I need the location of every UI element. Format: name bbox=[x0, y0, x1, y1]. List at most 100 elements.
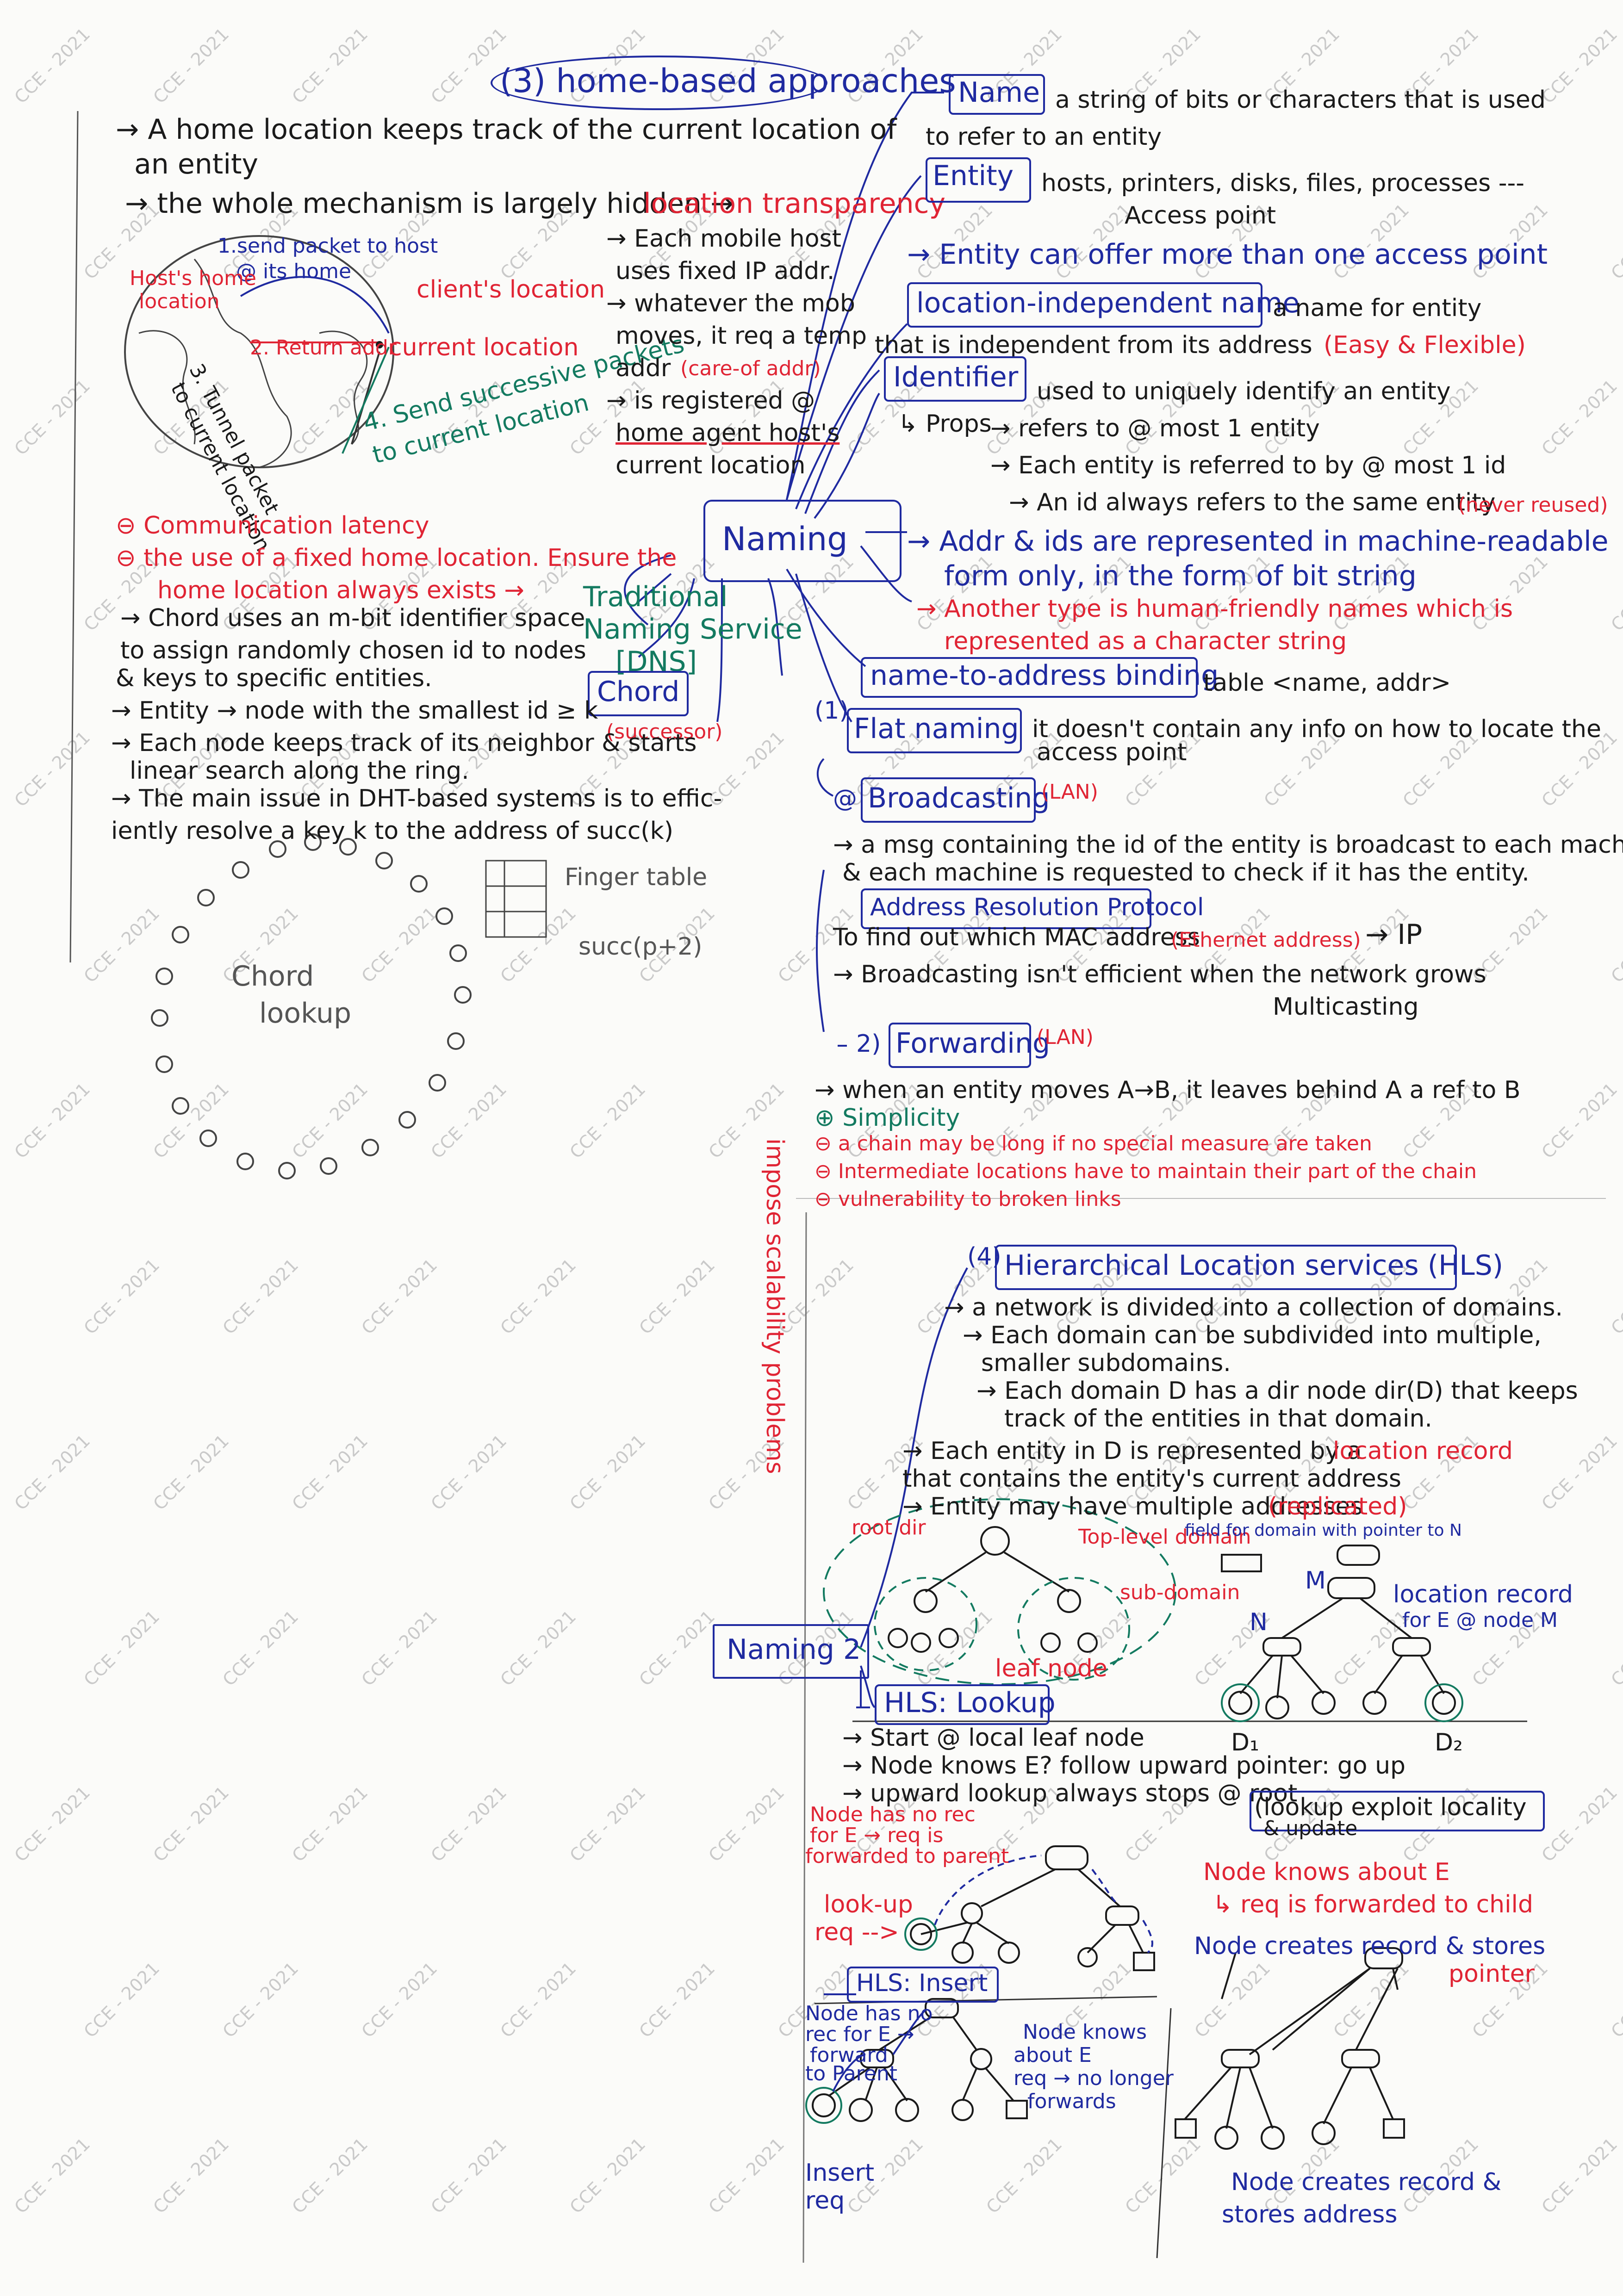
top-level-domain-label: Top-level domain bbox=[1078, 1525, 1251, 1549]
binding-box bbox=[861, 657, 1198, 698]
machine-line2: form only, in the form of bit string bbox=[944, 560, 1417, 592]
prop2: → Each entity is referred to by @ most 1… bbox=[990, 452, 1506, 479]
con-latency: ⊖ Communication latency bbox=[116, 512, 429, 540]
home-line2: → the whole mechanism is largely hidden … bbox=[125, 187, 734, 220]
scalability-side-note: impose scalability problems bbox=[761, 1138, 789, 1474]
never-reused: (never reused) bbox=[1458, 493, 1608, 517]
finger-table-label: Finger table bbox=[565, 863, 708, 891]
flat-desc2: access point bbox=[1037, 738, 1187, 766]
step1b-label: @ its home bbox=[236, 260, 352, 283]
chord-line8: iently resolve a key k to the address of… bbox=[111, 817, 673, 845]
chord-box bbox=[588, 671, 689, 716]
name-desc1: a string of bits or characters that is u… bbox=[1055, 86, 1546, 114]
arp-line: To find out which MAC address bbox=[833, 924, 1200, 951]
succ-label: succ(p+2) bbox=[578, 933, 703, 961]
no-rec-line2: for E → req is bbox=[810, 1824, 944, 1847]
knows-line2: ↳ req is forwarded to child bbox=[1213, 1891, 1534, 1918]
broadcasting-label: Broadcasting bbox=[868, 782, 1050, 814]
home-line1: → A home location keeps track of the cur… bbox=[116, 113, 897, 146]
arp-box bbox=[861, 888, 1151, 929]
identifier-box bbox=[884, 356, 1026, 402]
hosts-home-label: Host's home bbox=[130, 267, 256, 290]
lin-desc1: a name for entity bbox=[1273, 294, 1482, 322]
chord-line2: to assign randomly chosen id to nodes bbox=[120, 637, 586, 664]
name-desc2: to refer to an entity bbox=[926, 123, 1162, 151]
arp-ip: → IP bbox=[1365, 918, 1423, 951]
hls-line1: → a network is divided into a collection… bbox=[944, 1294, 1563, 1322]
sub-domain-label: sub-domain bbox=[1120, 1581, 1240, 1604]
no-rec-line3: forwarded to parent bbox=[805, 1844, 1009, 1868]
hls-insert-box bbox=[847, 1967, 999, 2003]
human-line1: → Another type is human-friendly names w… bbox=[916, 595, 1513, 623]
lookup-line2: → Node knows E? follow upward pointer: g… bbox=[842, 1752, 1406, 1780]
field-pointer-label: field for domain with pointer to N bbox=[1185, 1521, 1462, 1540]
hls-record-tree bbox=[1221, 1545, 1463, 1722]
flat-desc1: it doesn't contain any info on how to lo… bbox=[1032, 715, 1601, 743]
flat-naming-box bbox=[847, 708, 1022, 753]
ins-knows4: forwards bbox=[1027, 2090, 1116, 2113]
lookup-line3: → upward lookup always stops @ root bbox=[842, 1780, 1298, 1807]
con-fixed-home: ⊖ the use of a fixed home location. Ensu… bbox=[116, 544, 677, 572]
exploit-box bbox=[1250, 1791, 1545, 1831]
lookup-line1: → Start @ local leaf node bbox=[842, 1724, 1144, 1752]
forwarding-line1: → when an entity moves A→B, it leaves be… bbox=[815, 1076, 1521, 1104]
mobile-line3: → whatever the mob bbox=[606, 290, 855, 317]
arp-ethernet: (Ethernet address) bbox=[1171, 928, 1361, 952]
forwarding-lan: (LAN) bbox=[1037, 1025, 1094, 1049]
ins-line3: forward bbox=[810, 2043, 888, 2067]
entity-desc2: Access point bbox=[1125, 202, 1276, 230]
care-of-addr: (care-of addr) bbox=[680, 357, 821, 380]
mobile-line5: addr bbox=[616, 354, 671, 382]
naming-center-label: Naming bbox=[722, 520, 848, 558]
lookup-req-label: look-up bbox=[824, 1891, 913, 1918]
chord-line5: → Each node keeps track of its neighbor … bbox=[111, 729, 697, 757]
forwarding-num: 2) bbox=[856, 1030, 881, 1058]
hls-location-record: location record bbox=[1333, 1437, 1513, 1465]
exploit-label: (lookup exploit locality bbox=[1254, 1793, 1527, 1821]
binding-label: name-to-address binding bbox=[870, 659, 1219, 692]
exploit-label2: & update bbox=[1263, 1817, 1358, 1840]
hls-line4: → Each domain D has a dir node dir(D) th… bbox=[976, 1377, 1578, 1405]
home-based-title-box bbox=[491, 56, 827, 110]
mobile-line2: uses fixed IP addr. bbox=[616, 257, 835, 285]
broadcast-line2: & each machine is requested to check if … bbox=[842, 859, 1530, 887]
forwarding-line3: ⊖ a chain may be long if no special meas… bbox=[815, 1132, 1372, 1155]
ins-line2: rec for E → bbox=[805, 2023, 914, 2046]
lin-label: location-independent name bbox=[916, 287, 1300, 319]
creates-line3: stores address bbox=[1222, 2201, 1398, 2228]
hls-lookup-box bbox=[875, 1684, 1050, 1725]
props-label: ↳ Props bbox=[898, 410, 992, 438]
chord-line6: linear search along the ring. bbox=[130, 757, 469, 785]
insert-req-label: Insert bbox=[805, 2159, 875, 2187]
hls-line5: track of the entities in that domain. bbox=[1004, 1405, 1432, 1433]
insert-req-label2: req bbox=[805, 2187, 845, 2215]
naming2-box bbox=[713, 1624, 869, 1679]
entity-label: Entity bbox=[933, 160, 1014, 192]
flat-naming-label: Flat naming bbox=[854, 713, 1019, 745]
creates-line2: Node creates record & bbox=[1231, 2168, 1502, 2196]
hls-insert-label: HLS: Insert bbox=[856, 1969, 988, 1997]
mobile-line4: moves, it req a temp bbox=[616, 322, 867, 350]
loc-record-label: location record bbox=[1393, 1581, 1573, 1608]
forwarding-label: Forwarding bbox=[895, 1027, 1051, 1060]
naming2-label: Naming 2 bbox=[727, 1633, 861, 1666]
pointer-label: pointer bbox=[1449, 1960, 1535, 1988]
creates-line1: Node creates record & stores bbox=[1194, 1932, 1546, 1960]
ins-knows3: req → no longer bbox=[1014, 2066, 1174, 2090]
location-transparency: location transparency bbox=[643, 187, 946, 220]
prop1: → refers to @ most 1 entity bbox=[990, 415, 1320, 442]
hosts-home2-label: location bbox=[139, 290, 220, 313]
naming-center-box bbox=[703, 500, 902, 582]
d1-label: D₁ bbox=[1231, 1729, 1259, 1756]
identifier-desc: used to uniquely identify an entity bbox=[1037, 378, 1451, 405]
ins-line4: to Parent bbox=[805, 2062, 898, 2085]
root-dir-label: root dir bbox=[852, 1516, 926, 1539]
hls-line7: that contains the entity's current addre… bbox=[902, 1465, 1401, 1493]
hls-label: Hierarchical Location services (HLS) bbox=[1004, 1249, 1504, 1282]
arp-label: Address Resolution Protocol bbox=[870, 894, 1204, 921]
leaf-node-label: leaf node bbox=[995, 1655, 1107, 1682]
current-location-label: current location bbox=[389, 334, 579, 361]
d2-label: D₂ bbox=[1435, 1729, 1463, 1756]
hls-insert-tree-right bbox=[1175, 1947, 1405, 2150]
